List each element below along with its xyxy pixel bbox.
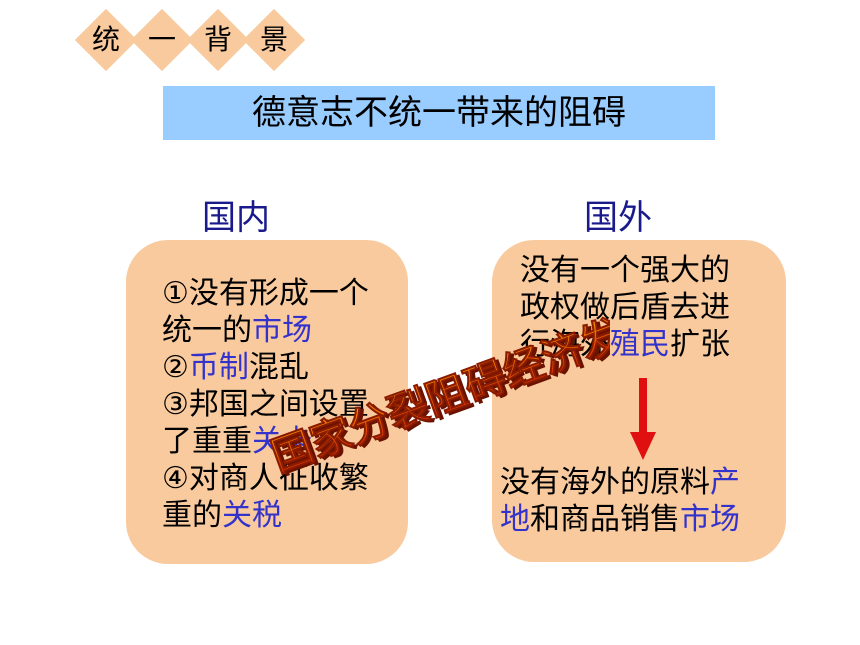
header-char: 一 — [147, 23, 176, 56]
foreign-line: 没有一个强大的 — [520, 253, 730, 288]
domestic-card — [126, 240, 408, 564]
domestic-line: 了重重关卡 — [162, 424, 312, 459]
foreign-text-top: 没有一个强大的 政权做后盾去进 行海外殖民扩张 — [520, 252, 730, 363]
domestic-heading: 国内 — [202, 198, 270, 238]
header-char: 背 — [203, 23, 232, 56]
foreign-heading: 国外 — [584, 198, 652, 238]
foreign-text-bottom: 没有海外的原料产 地和商品销售市场 — [500, 464, 740, 538]
foreign-line: 地和商品销售市场 — [500, 502, 740, 537]
banner-text: 国家分裂阻碍经济发展 — [265, 310, 610, 481]
domestic-line: ④对商人征收繁 — [162, 461, 369, 496]
foreign-line: 政权做后盾去进 — [520, 290, 730, 325]
domestic-line: ②币制混乱 — [162, 350, 309, 385]
domestic-line: ①没有形成一个 — [162, 276, 369, 311]
header-char: 统 — [91, 23, 120, 56]
header-diamond-3: 背 — [186, 8, 250, 72]
domestic-line: 统一的市场 — [162, 313, 312, 348]
header-diamond-1: 统 — [74, 8, 138, 72]
down-arrow-icon — [630, 378, 656, 460]
header-diamond-2: 一 — [130, 8, 194, 72]
title-box: 德意志不统一带来的阻碍 — [163, 86, 715, 140]
foreign-line: 行海外殖民扩张 — [520, 327, 730, 362]
domestic-text: ①没有形成一个 统一的市场 ②币制混乱 ③邦国之间设置 了重重关卡 ④对商人征收… — [162, 275, 369, 534]
header-diamond-4: 景 — [242, 8, 306, 72]
domestic-line: ③邦国之间设置 — [162, 387, 369, 422]
header-char: 景 — [259, 23, 288, 56]
foreign-line: 没有海外的原料产 — [500, 465, 740, 500]
wordart-banner: 国家分裂阻碍经济发展 国家分裂阻碍经济发展 — [265, 310, 610, 483]
page-title: 德意志不统一带来的阻碍 — [252, 93, 626, 133]
domestic-line: 重的关税 — [162, 498, 282, 533]
